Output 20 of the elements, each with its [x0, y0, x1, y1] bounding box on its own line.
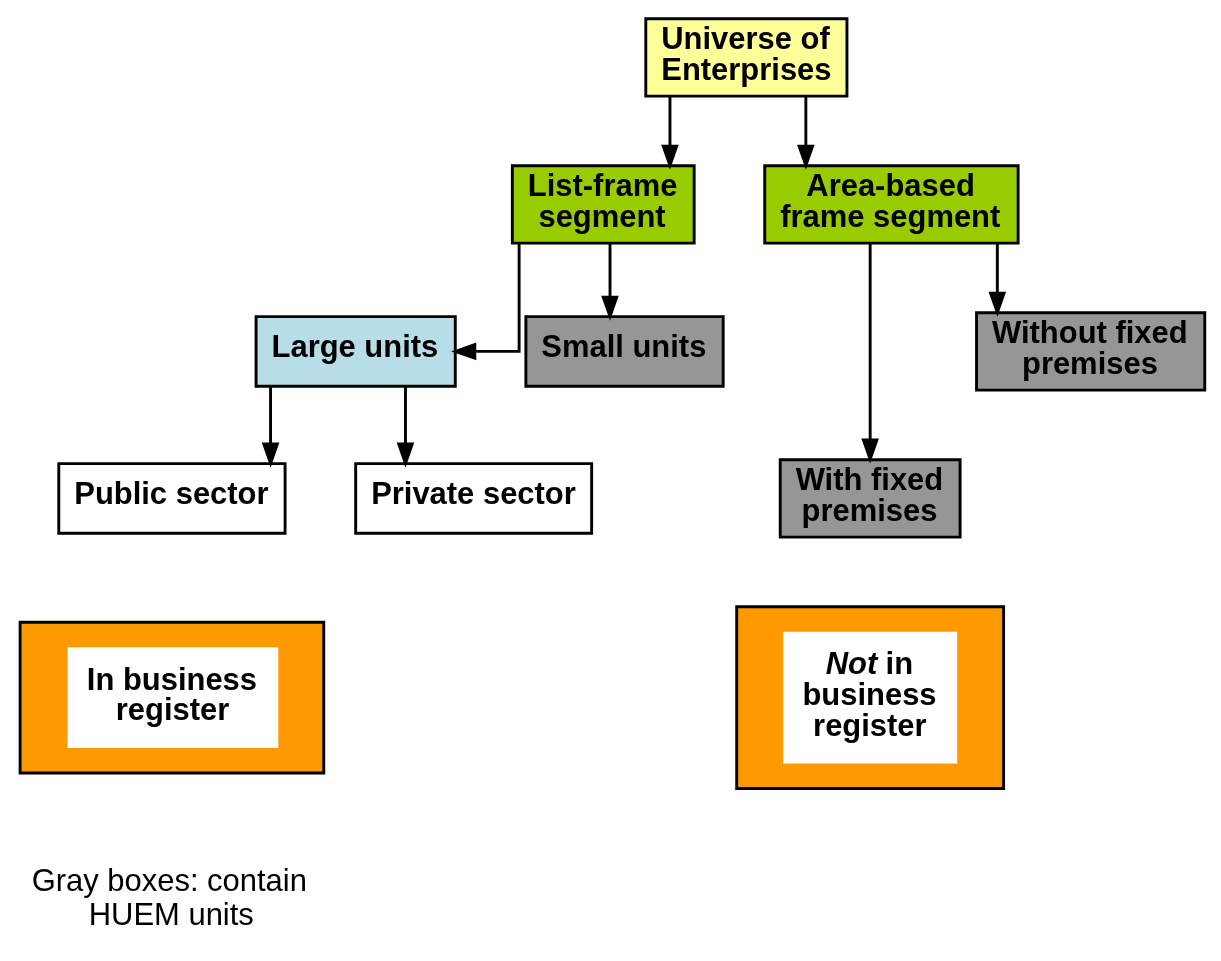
node-box: Universe of Enterprises [644, 16, 849, 98]
node-box: Without fixed premises [975, 310, 1207, 392]
arrow [661, 96, 679, 170]
arrow [797, 96, 815, 170]
node-box: Large units [254, 314, 457, 388]
arrow [601, 243, 619, 321]
node-box: Not in business register [735, 604, 1006, 790]
node-box: Area-based frame segment [763, 163, 1020, 245]
arrow [451, 243, 521, 360]
node-box: List-frame segment [510, 163, 696, 245]
node-box: In business register [18, 620, 326, 774]
node-box: Private sector [354, 461, 594, 535]
node-box: Small units [524, 314, 725, 388]
node-box: Public sector [57, 461, 287, 535]
arrow [261, 385, 280, 468]
node-box: With fixed premises [778, 457, 962, 539]
label: Gray boxes: contain HUEM units [31, 862, 307, 932]
arrow [861, 242, 879, 464]
arrow [988, 243, 1007, 317]
arrow [396, 385, 415, 468]
